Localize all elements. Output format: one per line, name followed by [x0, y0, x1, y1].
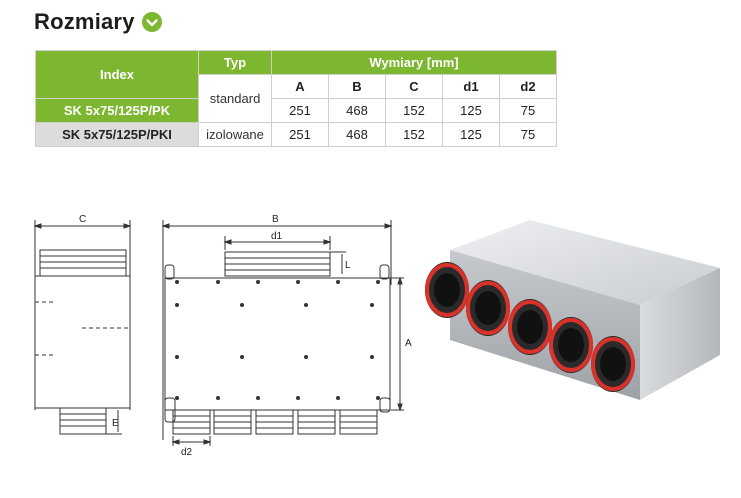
- row-1-a: 251: [271, 98, 329, 123]
- label-a: A: [405, 338, 412, 349]
- label-d2: d2: [181, 447, 193, 458]
- page-title: Rozmiary: [34, 9, 135, 34]
- row-2-c: 152: [385, 122, 443, 147]
- header-typ: Typ: [198, 50, 272, 75]
- label-c: C: [79, 214, 86, 225]
- table-row: SK 5x75/125P/PKI izolowane 251 468 152 1…: [35, 122, 557, 147]
- row-1-d1: 125: [442, 98, 500, 123]
- row-1-c: 152: [385, 98, 443, 123]
- side-view-drawing: [33, 220, 132, 435]
- spigot-row: [425, 262, 635, 392]
- check-circle-icon: [141, 12, 162, 32]
- label-e: E: [112, 418, 119, 429]
- header-dim-c: C: [385, 74, 443, 99]
- section-heading: Rozmiary: [34, 9, 162, 35]
- row-2-b: 468: [328, 122, 386, 147]
- row-2-index: SK 5x75/125P/PKI: [35, 122, 199, 147]
- row-2-d2: 75: [499, 122, 557, 147]
- screw-holes: [175, 280, 380, 400]
- label-l: L: [345, 260, 351, 271]
- header-index: Index: [35, 50, 199, 99]
- dimension-labels: C B d1 L A E d2: [79, 214, 412, 458]
- dimensions-table: Index Typ Wymiary [mm] standard A B C d1…: [35, 50, 557, 147]
- label-d1: d1: [271, 231, 283, 242]
- row-2-typ: izolowane: [198, 122, 272, 147]
- header-wymiary: Wymiary [mm]: [271, 50, 557, 75]
- bottom-outlets: [171, 409, 378, 446]
- header-dim-a: A: [271, 74, 329, 99]
- row-2-d1: 125: [442, 122, 500, 147]
- product-photo: [425, 220, 720, 400]
- header-dim-b: B: [328, 74, 386, 99]
- front-view-drawing: [161, 220, 404, 440]
- header-dim-d1: d1: [442, 74, 500, 99]
- row-2-a: 251: [271, 122, 329, 147]
- label-b: B: [272, 214, 279, 225]
